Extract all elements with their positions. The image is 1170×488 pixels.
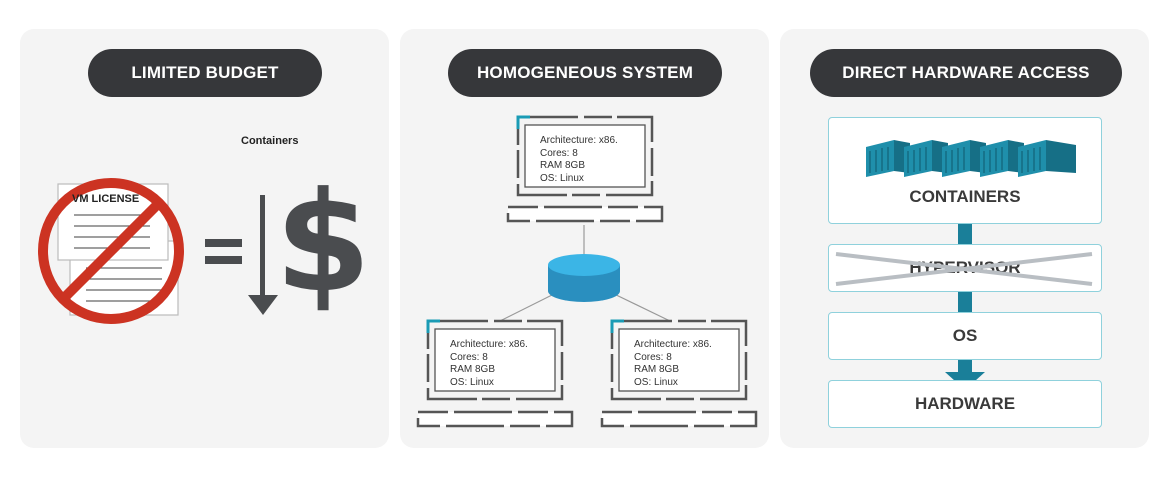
direct-hardware-access-panel: DIRECT HARDWARE ACCESS CONTAINERS <box>780 29 1149 448</box>
hypervisor-layer-label: HYPERVISOR <box>909 258 1021 277</box>
spec-architecture: Architecture: x86. <box>450 339 528 350</box>
laptop-icon-left <box>416 319 574 428</box>
shipping-containers-icon <box>866 140 1076 177</box>
spec-ram: RAM 8GB <box>540 160 586 171</box>
machine-specs-top: Architecture: x86. Cores: 8 RAM 8GB OS: … <box>540 135 618 185</box>
hypervisor-layer: HYPERVISOR <box>828 244 1102 292</box>
vm-license-label: VM LICENSE <box>72 193 140 205</box>
hardware-layer: HARDWARE <box>828 380 1102 428</box>
dollar-icon: $ <box>275 162 372 323</box>
hardware-layer-label: HARDWARE <box>914 394 1016 413</box>
direct-hardware-access-title: DIRECT HARDWARE ACCESS <box>810 49 1122 97</box>
os-layer: OS <box>828 312 1102 360</box>
limited-budget-title: LIMITED BUDGET <box>88 49 322 97</box>
machine-specs-right: Architecture: x86. Cores: 8 RAM 8GB OS: … <box>634 339 712 389</box>
homogeneous-system-title: HOMOGENEOUS SYSTEM <box>448 49 722 97</box>
containers-caption: Containers <box>241 135 299 147</box>
spec-os: OS: Linux <box>634 376 678 388</box>
os-layer-label: OS <box>952 326 978 345</box>
spec-os: OS: Linux <box>450 376 494 388</box>
spec-os: OS: Linux <box>540 172 584 184</box>
equals-icon <box>205 239 242 264</box>
down-arrow-icon <box>248 195 278 315</box>
database-icon <box>548 254 620 302</box>
spec-ram: RAM 8GB <box>634 364 680 375</box>
containers-layer-label: CONTAINERS <box>909 187 1021 206</box>
spec-ram: RAM 8GB <box>450 364 496 375</box>
limited-budget-panel: LIMITED BUDGET Containers <box>20 29 389 448</box>
spec-architecture: Architecture: x86. <box>540 135 618 146</box>
machine-specs-left: Architecture: x86. Cores: 8 RAM 8GB OS: … <box>450 339 528 389</box>
laptop-icon-right <box>600 319 758 428</box>
prohibition-icon <box>38 178 184 324</box>
spec-cores: Cores: 8 <box>540 147 578 159</box>
spec-cores: Cores: 8 <box>450 351 488 363</box>
laptop-icon-top <box>506 115 664 223</box>
spec-cores: Cores: 8 <box>634 351 672 363</box>
spec-architecture: Architecture: x86. <box>634 339 712 350</box>
network-illustration <box>416 115 758 428</box>
budget-illustration <box>38 178 278 324</box>
homogeneous-system-panel: HOMOGENEOUS SYSTEM <box>400 29 769 448</box>
